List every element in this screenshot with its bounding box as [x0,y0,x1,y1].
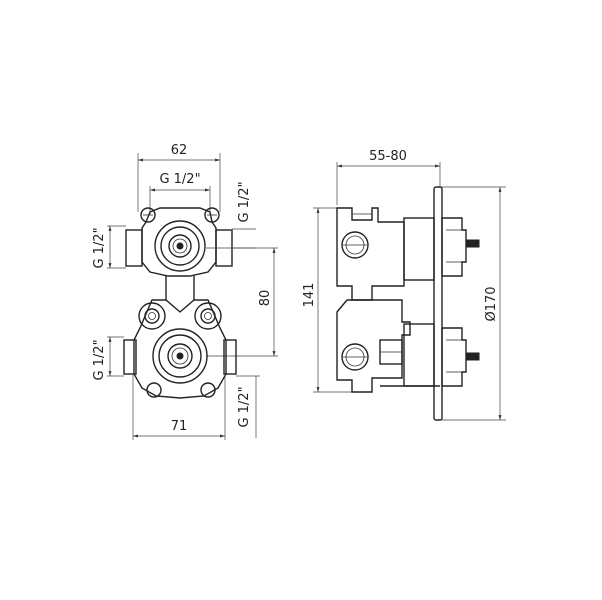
dim-g12-top-label: G 1/2" [159,172,200,187]
dim-141-label: 141 [302,283,317,308]
dim-55-80-label: 55-80 [369,149,407,164]
upper-left-port [125,229,143,267]
lower-valve-outer [152,328,208,384]
middle-left-mount [138,302,166,330]
upper-valve-outer [154,220,206,272]
upper-left-lug [140,207,156,223]
dim-170-label: Ø170 [484,286,499,321]
dim-80-label: 80 [258,290,273,307]
dim-g12-left-upper-label: G 1/2" [92,227,107,268]
cover-plate [433,186,443,421]
upper-valve-ring [160,226,200,266]
middle-right-mount [194,302,222,330]
lower-handle-tip [465,352,480,361]
lower-right-port [223,339,237,375]
lower-left-port [123,339,137,375]
lower-cartridge [403,323,435,387]
upper-handle-tip [465,239,480,248]
lower-left-lug [146,382,162,398]
dim-g12-right-lower-label: G 1/2" [237,386,252,427]
dim-71-label: 71 [171,419,188,434]
upper-handle [441,217,467,277]
upper-right-lug [204,207,220,223]
dim-g12-left-lower-label: G 1/2" [92,339,107,380]
front-view: 62 G 1/2" G 1/2" G 1/2" [92,143,278,440]
dim-g12-right-upper-label: G 1/2" [237,181,252,222]
side-view: 55-80 141 Ø170 [302,149,506,421]
lower-handle [441,327,467,387]
side-upper-body [336,207,405,301]
upper-cartridge [403,217,435,281]
side-upper-port [341,231,369,259]
lower-valve-ring [158,334,202,378]
dim-62-label: 62 [171,143,188,158]
lower-valve-hex [167,343,193,369]
upper-valve-hex [168,234,192,258]
side-lower-port [341,343,369,371]
lower-right-lug [200,382,216,398]
